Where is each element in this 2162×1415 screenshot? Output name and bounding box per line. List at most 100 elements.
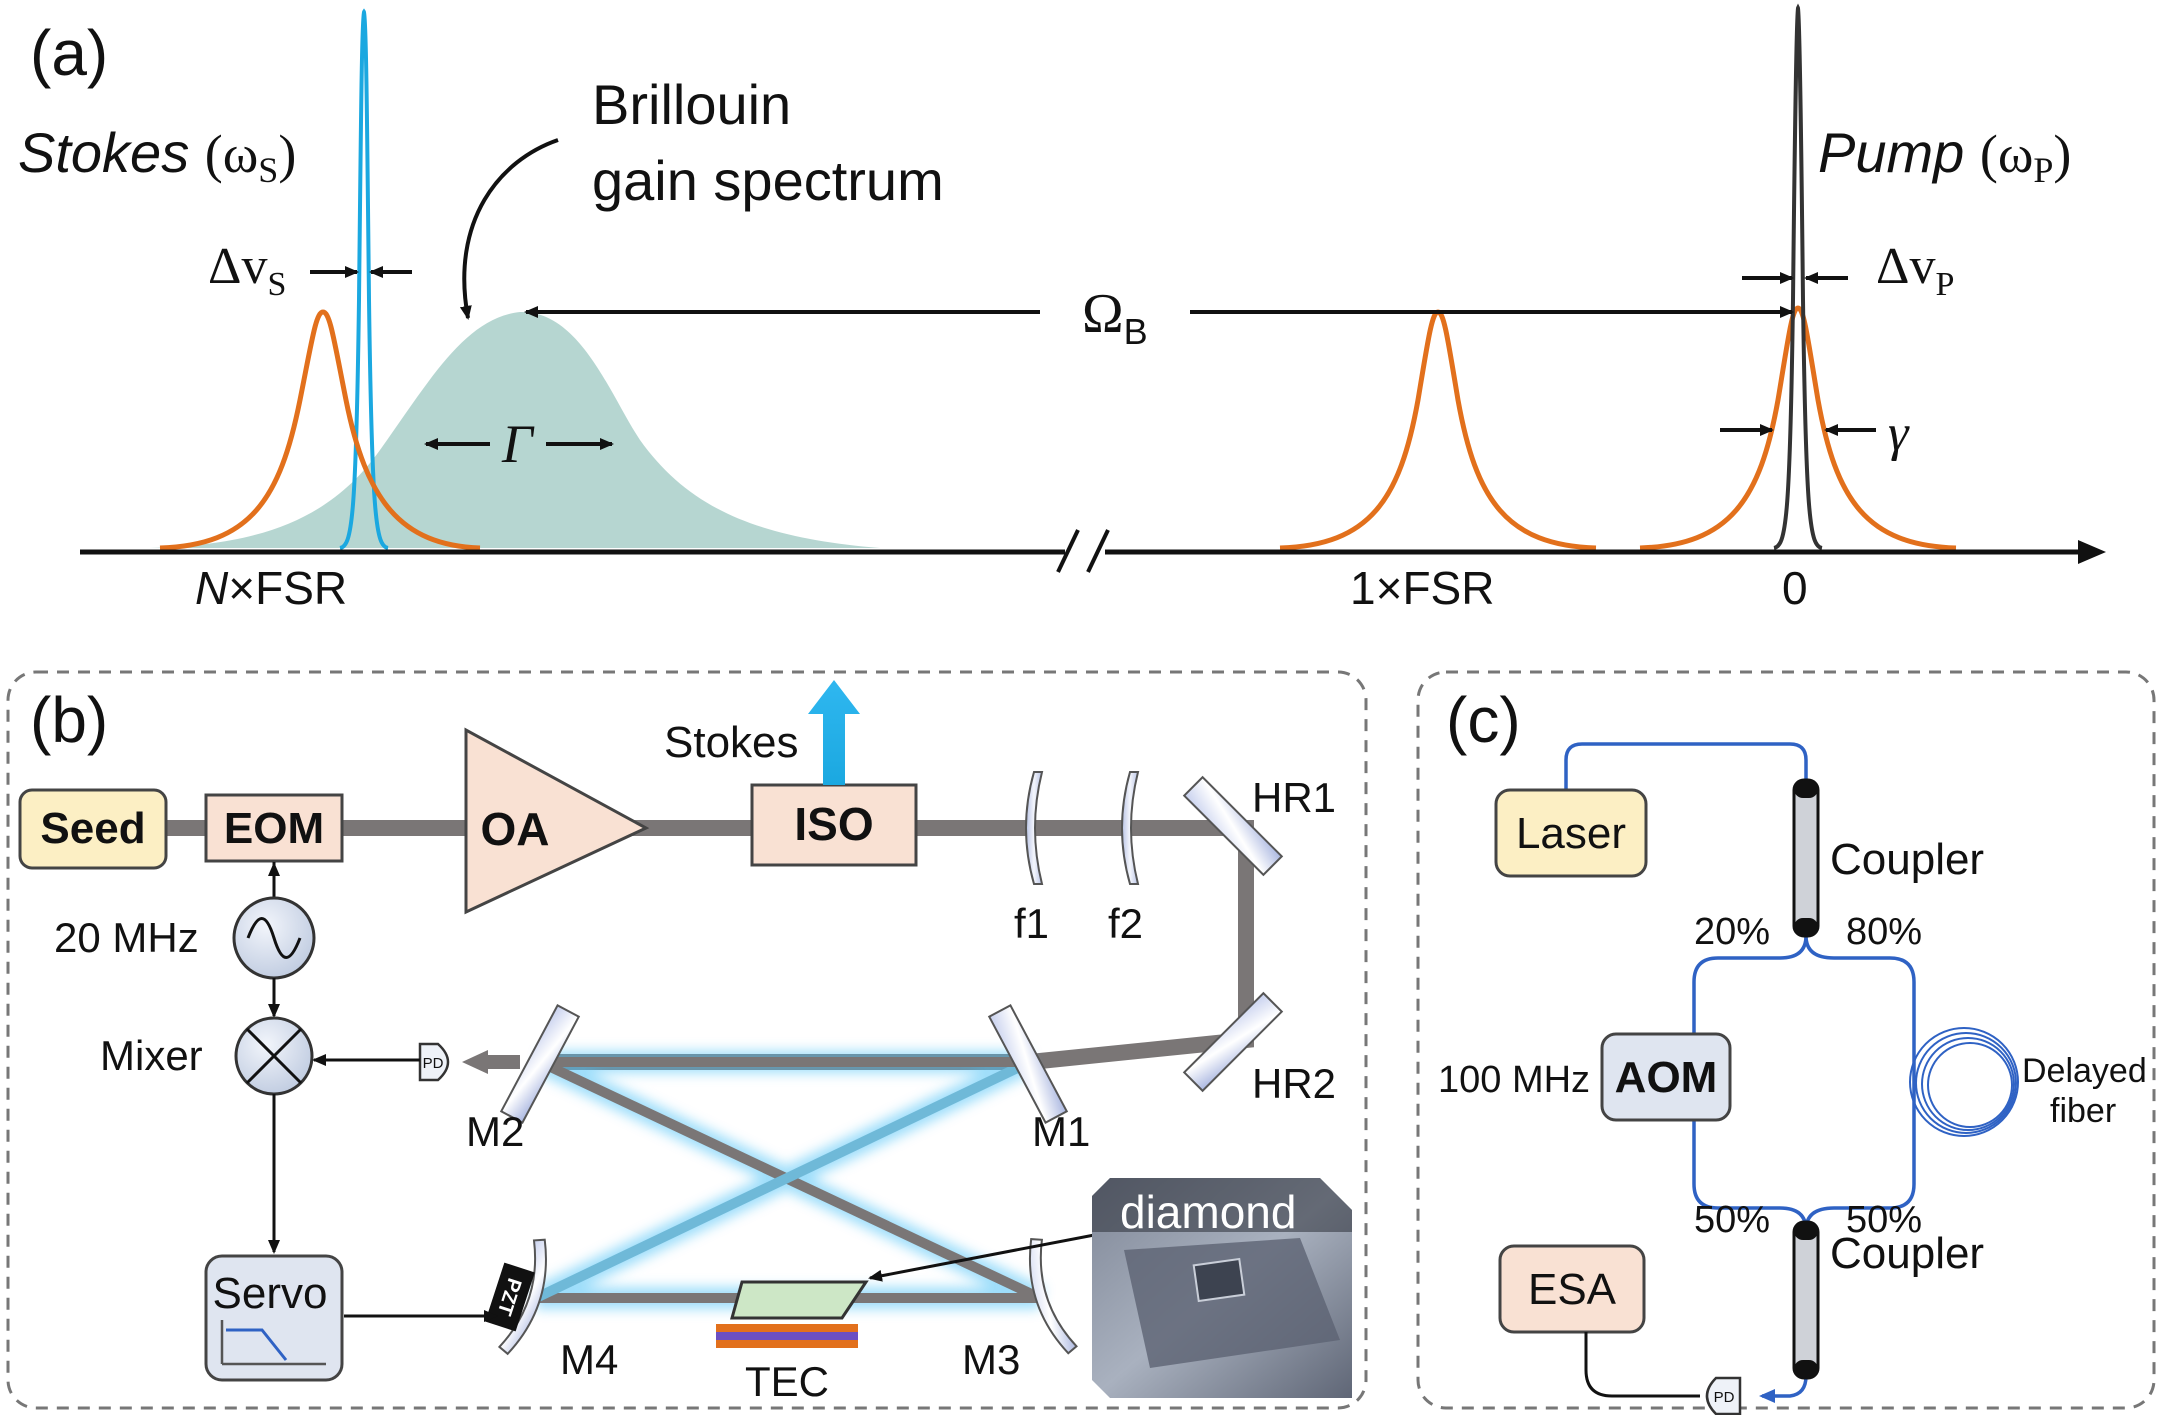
tec-label: TEC — [745, 1358, 829, 1405]
split-50-right-label: 50% — [1846, 1199, 1922, 1241]
stokes-word: Stokes — [18, 121, 189, 184]
coupler-top — [1792, 778, 1820, 938]
tec-bottom-plate — [716, 1340, 858, 1348]
tec-core — [716, 1332, 858, 1340]
delayed-label-1: Delayed — [2022, 1052, 2147, 1090]
coupler-top-cap — [1794, 780, 1818, 798]
stokes-close: ) — [278, 124, 296, 184]
panel-c-frame — [1416, 670, 2156, 1410]
axis-arrow-icon — [2078, 540, 2106, 564]
lens-f2 — [1121, 771, 1140, 885]
mirror-m2 — [499, 1004, 581, 1124]
mirror-m1 — [987, 1004, 1069, 1124]
panel-b: (b) Seed EOM OA I — [6, 670, 1368, 1410]
delayed-label-2: fiber — [2050, 1092, 2116, 1130]
hr1-label: HR1 — [1252, 774, 1336, 821]
servo-box — [204, 1254, 344, 1382]
m4-label: M4 — [560, 1336, 618, 1383]
dv-p-symbol: Δv — [1876, 238, 1935, 295]
stokes-output-label: Stokes — [664, 718, 799, 767]
pump-word: Pump — [1818, 121, 1964, 184]
iso-label: ISO — [794, 798, 873, 850]
dv-s-symbol: Δv — [208, 238, 267, 295]
diamond-pointer-arrow — [868, 1230, 1111, 1282]
coupler-top-cap-bottom — [1794, 918, 1818, 936]
m3-label: M3 — [962, 1336, 1020, 1383]
esa-box — [1498, 1244, 1646, 1334]
m1-label: M1 — [1032, 1108, 1090, 1155]
laser-label: Laser — [1516, 809, 1626, 858]
photodetector-b — [418, 1042, 450, 1082]
split-50-left-label: 50% — [1694, 1199, 1770, 1241]
brillouin-pointer-arrow — [459, 138, 559, 320]
pump-close: ) — [2053, 124, 2071, 184]
split-80-label: 80% — [1846, 911, 1922, 953]
tec-top-plate — [716, 1324, 858, 1332]
mirror-m4 — [497, 1238, 547, 1356]
esa-cable — [1584, 1332, 1700, 1398]
laser-beam — [160, 820, 1254, 1070]
gamma-big-label: Γ — [501, 414, 535, 474]
pump-omega: (ω — [1980, 124, 2034, 184]
dv-s-sub: S — [267, 266, 286, 303]
dv-s-label: ΔvS — [208, 238, 286, 303]
oa-label: OA — [481, 803, 550, 855]
brillouin-gain-spectrum — [150, 311, 880, 548]
sine-wave-icon — [246, 917, 302, 959]
seed-box — [18, 788, 168, 870]
delayed-fiber-coil — [1909, 1027, 2019, 1137]
n-fsr-rest: ×FSR — [228, 562, 347, 614]
omega-b-label: ΩB — [1082, 283, 1148, 352]
omega-b-sub: B — [1124, 311, 1148, 352]
lowpass-filter-icon — [220, 1320, 326, 1366]
one-fsr-label: 1×FSR — [1350, 562, 1494, 614]
panel-b-label: (b) — [30, 684, 108, 756]
eom-label: EOM — [224, 804, 324, 853]
coupler-bottom-cap-bottom — [1794, 1360, 1818, 1378]
cavity-mode-n-fsr — [159, 309, 481, 551]
stokes-label: Stokes (ωS) — [18, 121, 296, 190]
mixer-cross-icon — [245, 1027, 303, 1085]
zero-label: 0 — [1782, 562, 1808, 614]
brillouin-label-line2: gain spectrum — [592, 149, 944, 212]
panel-b-frame — [6, 670, 1368, 1410]
panel-c-label: (c) — [1446, 684, 1521, 756]
stokes-line — [339, 8, 389, 550]
cavity-mode-1-fsr — [1279, 309, 1597, 551]
pd-label-b: PD — [423, 1055, 444, 1072]
laser-box — [1494, 788, 1648, 878]
diamond-label: diamond — [1120, 1186, 1296, 1238]
photodetector-c — [1705, 1376, 1742, 1415]
fiber-to-pd-arrow — [1759, 1375, 1808, 1403]
pump-label: Pump (ωP) — [1818, 121, 2071, 190]
panel-c: (c) Delayed fiber Laser Coupler 20% 80% — [1416, 670, 2156, 1415]
dv-p-label: ΔvP — [1876, 238, 1954, 303]
pump-line — [1773, 3, 1823, 550]
m2-label: M2 — [466, 1108, 524, 1155]
coupler-bottom — [1792, 1220, 1820, 1380]
pump-omega-sub: P — [2033, 150, 2053, 190]
n-fsr-n: N — [195, 562, 229, 614]
split-20-label: 20% — [1694, 911, 1770, 953]
diamond-crystal — [730, 1280, 869, 1320]
axis-break-mark — [1056, 529, 1110, 573]
freq-20mhz-label: 20 MHz — [54, 914, 199, 961]
eom-box — [204, 793, 344, 863]
mirror-hr2 — [1182, 991, 1284, 1093]
pd-input-arrow-icon — [462, 1050, 488, 1074]
coupler-bottom-cap — [1794, 1222, 1818, 1240]
aom-box — [1600, 1032, 1732, 1122]
cavity-mode-pump — [1639, 305, 1957, 551]
omega-b-symbol: Ω — [1082, 283, 1124, 345]
hr2-label: HR2 — [1252, 1060, 1336, 1107]
pd-label-c: PD — [1714, 1389, 1735, 1406]
servo-label: Servo — [213, 1269, 328, 1318]
brillouin-label-line1: Brillouin — [592, 73, 791, 136]
seed-label: Seed — [40, 804, 145, 853]
mirror-m3 — [1028, 1238, 1078, 1355]
coupler-top-label: Coupler — [1830, 835, 1984, 884]
diamond-photo — [1092, 1178, 1352, 1398]
panel-a-label: (a) — [30, 17, 108, 89]
lens-f1 — [1025, 771, 1044, 885]
